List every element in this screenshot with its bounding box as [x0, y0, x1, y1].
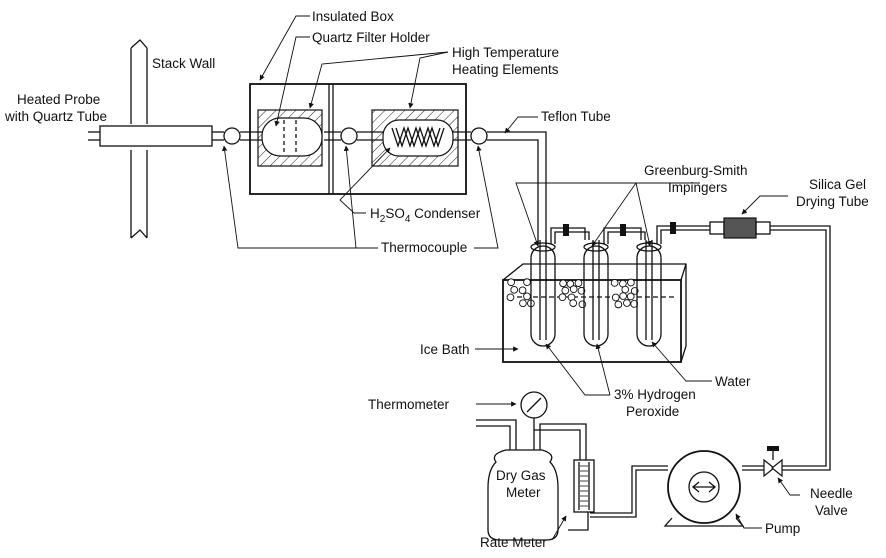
ice-cube [561, 286, 570, 295]
ice-cube [507, 278, 515, 287]
label-quartz-filter-holder: Quartz Filter Holder [312, 30, 430, 45]
ice-cube [626, 292, 635, 301]
label-silica-gel: Silica Gel [809, 177, 866, 192]
ice-cube [614, 300, 623, 309]
ice-cube [519, 299, 527, 308]
ice-cube [621, 285, 630, 294]
label-dry-gas: Dry Gas [496, 468, 546, 483]
ice-cube [574, 279, 583, 287]
label-greenburg-smith: Greenburg-Smith [644, 163, 748, 178]
label-drying-tube: Drying Tube [796, 194, 869, 209]
label-heated-probe: Heated Probe [17, 92, 100, 107]
label-high-temperature: High Temperature [452, 45, 559, 60]
ice-cube [619, 292, 627, 300]
ice-cube [510, 285, 519, 294]
pump [590, 450, 745, 527]
ice-cube [611, 293, 620, 302]
impinger-1 [530, 224, 590, 347]
label-pump: Pump [765, 521, 800, 536]
needle-valve [742, 446, 783, 478]
label-hydrogen: 3% Hydrogen [614, 387, 696, 402]
ice-cube [610, 279, 619, 287]
ice-bath [502, 263, 687, 363]
teflon-tube [487, 131, 547, 246]
labels: Insulated Box Quartz Filter Holder High … [4, 9, 869, 550]
label-meter: Meter [506, 485, 541, 500]
ice-cube [627, 278, 635, 287]
impinger-2 [583, 224, 646, 347]
label-with-quartz-tube: with Quartz Tube [4, 109, 107, 124]
label-thermometer: Thermometer [368, 397, 450, 412]
filter-heating-element [257, 109, 323, 167]
label-rate-meter: Rate Meter [480, 535, 547, 550]
heated-probe [88, 125, 224, 147]
label-h2so4-condenser: H2SO4 Condenser [370, 206, 481, 225]
ice-cubes [506, 278, 639, 309]
dry-gas-meter [476, 418, 589, 541]
label-impingers: Impingers [668, 180, 728, 195]
stack-wall [130, 39, 148, 239]
label-teflon-tube: Teflon Tube [541, 109, 611, 124]
impinger-3 [636, 222, 710, 347]
ice-cube [577, 286, 586, 295]
label-stack-wall: Stack Wall [152, 56, 215, 71]
ice-cube [518, 286, 527, 295]
thermometer-gauge [520, 391, 548, 419]
label-thermocouple: Thermocouple [381, 240, 467, 255]
ice-cube [558, 293, 567, 302]
condenser-heating-element [371, 109, 459, 167]
ice-cube [569, 285, 578, 294]
ice-cube [523, 292, 531, 301]
label-ice-bath: Ice Bath [420, 342, 470, 357]
ice-cube [523, 278, 531, 287]
silica-gel-drying-tube [709, 217, 831, 471]
label-peroxide: Peroxide [626, 404, 679, 419]
label-heating-elements: Heating Elements [452, 62, 559, 77]
ice-cube [578, 300, 587, 309]
label-water: Water [715, 374, 751, 389]
ice-cube [506, 293, 515, 302]
pointer-lines [221, 15, 800, 541]
label-insulated-box: Insulated Box [312, 9, 394, 24]
ice-cube [559, 279, 567, 288]
ice-cube [569, 299, 578, 307]
rate-meter [573, 459, 595, 513]
label-valve: Valve [815, 503, 848, 518]
ice-cube [623, 299, 631, 307]
label-needle: Needle [810, 486, 853, 501]
thermocouple-junctions [223, 127, 488, 145]
